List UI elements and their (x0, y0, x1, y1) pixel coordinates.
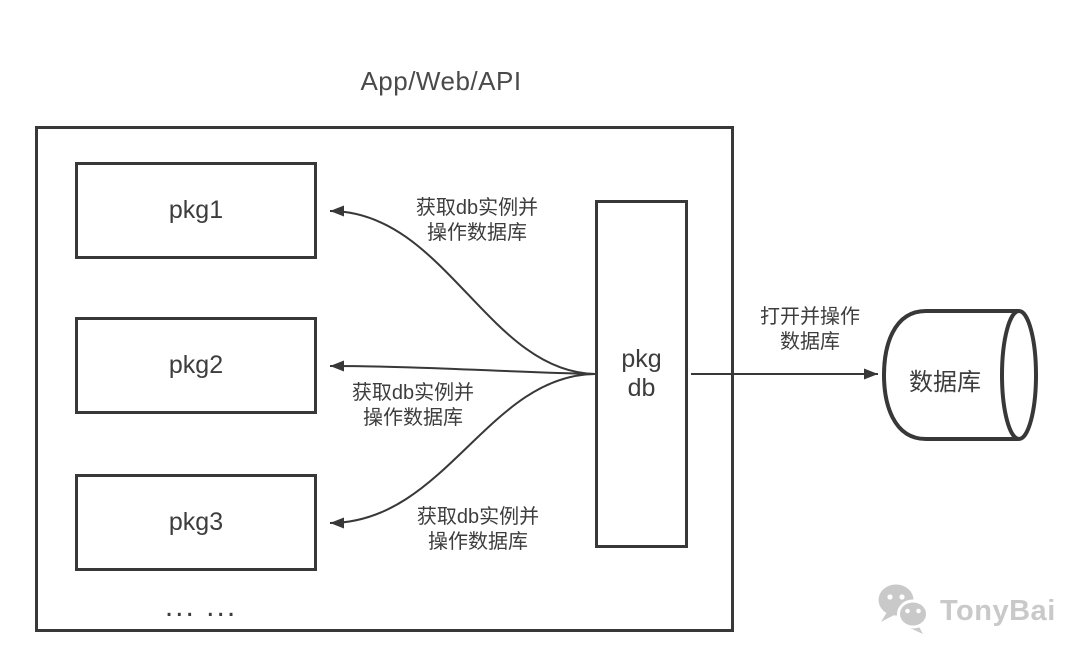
pkg2-box: pkg2 (75, 317, 317, 414)
more-packages-ellipsis: ... ... (164, 590, 238, 623)
edge-label-pkg2-line2: 操作数据库 (363, 407, 463, 429)
pkg3-box: pkg3 (75, 474, 317, 571)
pkg-db-label-line2: db (627, 374, 656, 402)
edge-label-pkg3-line1: 获取db实例并 (416, 506, 540, 528)
watermark-text: TonyBai (940, 594, 1056, 627)
edge-label-pkg3: 获取db实例并 操作数据库 (378, 505, 578, 555)
edge-label-open-db: 打开并操作 数据库 (730, 305, 890, 355)
diagram-title: App/Web/API (360, 66, 522, 96)
wechat-icon (878, 584, 929, 634)
pkg-db-box: pkg db (595, 200, 688, 548)
edge-label-pkg1-line1: 获取db实例并 (415, 197, 539, 219)
pkg1-box: pkg1 (75, 162, 317, 259)
pkg2-label: pkg2 (168, 351, 224, 379)
edge-label-pkg1-line2: 操作数据库 (427, 222, 527, 244)
pkg1-label: pkg1 (168, 196, 224, 224)
watermark: TonyBai (876, 580, 1056, 642)
edge-label-open-db-line2: 数据库 (780, 331, 840, 353)
pkg-db-label-line1: pkg (621, 345, 662, 373)
edge-label-open-db-line1: 打开并操作 (760, 306, 860, 328)
database-label: 数据库 (909, 369, 981, 396)
edge-label-pkg2-line1: 获取db实例并 (351, 382, 475, 404)
edge-label-pkg2: 获取db实例并 操作数据库 (313, 381, 513, 431)
edge-label-pkg3-line2: 操作数据库 (428, 531, 528, 553)
pkg3-label: pkg3 (168, 508, 224, 536)
edge-label-pkg1: 获取db实例并 操作数据库 (377, 196, 577, 246)
